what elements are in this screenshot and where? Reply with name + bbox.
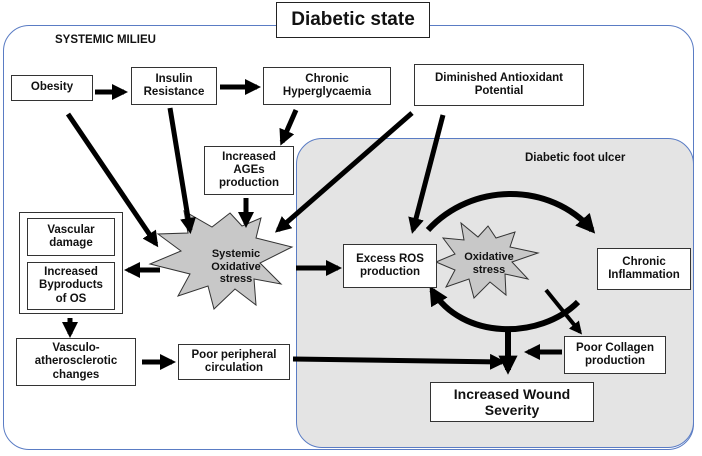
arrow-inflammation-to-poor-collagen	[544, 288, 583, 335]
node-chronic-inflammation: Chronic Inflammation	[597, 248, 691, 290]
arrow-cycle-bottom	[429, 285, 581, 332]
arrow-poor-circulation-to-wound	[292, 353, 506, 370]
arrow-insulin-to-systemic-os	[167, 107, 196, 234]
node-poor-peripheral-circulation: Poor peripheral circulation	[178, 344, 290, 380]
node-chronic-hyperglycaemia: Chronic Hyperglycaemia	[263, 67, 391, 105]
node-vascular-damage: Vascular damage	[27, 218, 115, 256]
node-vasculo-atherosclerotic: Vasculo- atherosclerotic changes	[16, 338, 136, 386]
node-excess-ros: Excess ROS production	[343, 244, 437, 288]
arrow-antioxidant-to-systemic-os	[274, 111, 414, 233]
systemic-oxidative-stress-label: Systemic Oxidative stress	[211, 248, 261, 286]
arrow-obesity-to-systemic-os	[65, 112, 159, 248]
local-oxidative-stress-burst	[434, 221, 540, 299]
diagram-title: Diabetic state	[276, 2, 430, 38]
arrow-cycle-top	[425, 191, 596, 234]
node-poor-collagen: Poor Collagen production	[564, 336, 666, 374]
systemic-milieu-label: SYSTEMIC MILIEU	[55, 34, 156, 46]
local-oxidative-stress-label: Oxidative stress	[464, 251, 514, 276]
arrow-antioxidant-to-excess-ros	[408, 114, 446, 234]
node-insulin-resistance: Insulin Resistance	[131, 67, 217, 105]
node-diminished-antioxidant: Diminished Antioxidant Potential	[414, 64, 584, 106]
diabetic-foot-ulcer-label: Diabetic foot ulcer	[525, 152, 626, 164]
systemic-oxidative-stress-burst	[148, 210, 294, 310]
node-obesity: Obesity	[11, 75, 93, 101]
arrow-hyperglycaemia-to-ages	[279, 108, 299, 146]
node-increased-ages: Increased AGEs production	[204, 146, 294, 195]
node-increased-wound-severity: Increased Wound Severity	[430, 382, 594, 422]
node-increased-byproducts: Increased Byproducts of OS	[27, 262, 115, 310]
